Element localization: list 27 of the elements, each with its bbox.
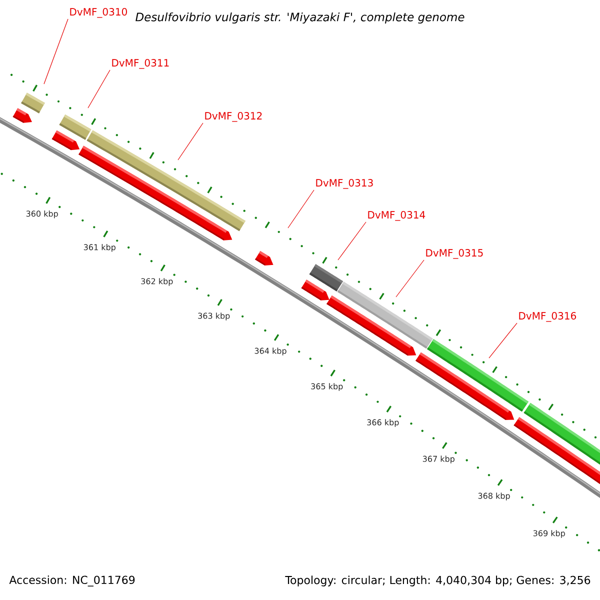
- leader-line: [178, 122, 204, 160]
- gene-label: DvMF_0315: [426, 249, 483, 259]
- leader-line: [488, 322, 518, 358]
- scale-label: 362 kbp: [141, 278, 173, 286]
- leader-line: [288, 190, 314, 228]
- gene-label: DvMF_0316: [519, 312, 576, 322]
- title: Desulfovibrio vulgaris str. 'Miyazaki F', complete genome: [136, 12, 464, 24]
- scale-label: 365 kbp: [311, 383, 343, 391]
- gene-label: DvMF_0312: [205, 112, 262, 122]
- gene-label: DvMF_0313: [316, 179, 373, 189]
- scale-label: 361 kbp: [84, 244, 116, 252]
- scale-label: 360 kbp: [26, 210, 58, 218]
- scale-label: 367 kbp: [422, 456, 454, 464]
- leader-line: [338, 222, 366, 260]
- scale-label: 366 kbp: [367, 419, 399, 427]
- leader-line: [88, 70, 110, 108]
- genome-info-text: Topology: circular; Length: 4,040,304 bp; Genes: 3,256: [285, 576, 590, 586]
- scale-label: 364 kbp: [254, 348, 286, 356]
- gene-label: DvMF_0310: [70, 8, 127, 18]
- scale-label: 369 kbp: [533, 530, 565, 538]
- scale-label: 368 kbp: [478, 492, 510, 500]
- leader-line: [44, 18, 68, 84]
- accession-text: Accession: NC_011769: [9, 576, 135, 586]
- scale-label: 363 kbp: [198, 312, 230, 320]
- gene-label: DvMF_0311: [112, 59, 169, 69]
- leader-line: [396, 260, 424, 298]
- gene-label: DvMF_0314: [368, 211, 426, 221]
